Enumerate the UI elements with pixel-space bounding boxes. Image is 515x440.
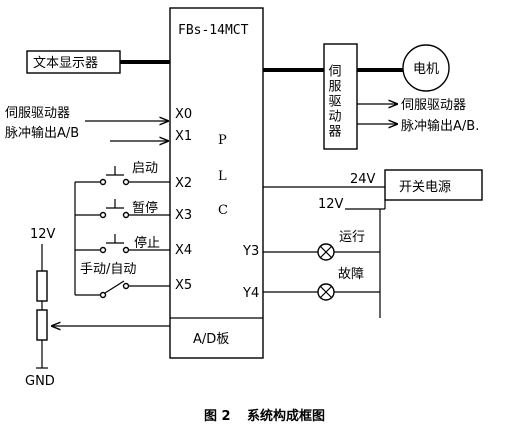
left-pulse-label: 脉冲输出A/B — [5, 125, 79, 141]
plc-input-x4: X4 — [175, 243, 192, 258]
motor-symbol — [402, 44, 450, 92]
run-lamp-cross-b — [319, 245, 333, 259]
plc-output-y4: Y4 — [242, 286, 259, 301]
stop-contact-left — [99, 246, 107, 254]
pause-contact-left — [99, 211, 107, 219]
power-24v-label: 24V — [350, 172, 376, 187]
plc-input-x2: X2 — [175, 176, 192, 191]
caption-text: 系统构成框图 — [247, 408, 325, 424]
start-label: 启动 — [132, 161, 158, 176]
fault-lamp-cross-b — [319, 285, 333, 299]
pause-label: 暂停 — [132, 200, 158, 216]
pot-ground-label: GND — [25, 374, 55, 389]
caption-number: 图 2 — [204, 409, 231, 424]
power-supply-box — [384, 169, 483, 201]
fault-lamp-label: 故障 — [338, 267, 364, 282]
start-contact-right — [122, 178, 130, 186]
plc-input-x1: X1 — [175, 129, 192, 144]
plc-letter-l: L — [218, 169, 227, 184]
left-servo-label: 伺服驱动器 — [5, 106, 70, 121]
right-pulse-label: 脉冲输出A/B. — [401, 118, 479, 134]
plc-input-x3: X3 — [175, 208, 192, 223]
power-12v-label: 12V — [318, 197, 344, 212]
right-servo-label: 伺服驱动器 — [401, 98, 466, 113]
plc-letter-c: C — [218, 203, 228, 218]
pause-contact-right — [122, 211, 130, 219]
manual-auto-contact-left — [99, 291, 107, 299]
plc-block — [169, 7, 264, 359]
servo-driver-box — [323, 43, 358, 150]
plc-input-x5: X5 — [175, 278, 192, 293]
pot-variable-resistor — [36, 309, 48, 341]
plc-input-x0: X0 — [175, 107, 192, 122]
plc-title: FBs-14MCT — [178, 23, 249, 38]
stop-contact-right — [122, 246, 130, 254]
power-supply-label: 开关电源 — [399, 180, 451, 195]
plc-letter-p: P — [218, 133, 227, 148]
pot-supply-label: 12V — [30, 227, 56, 242]
manual-auto-contact-right — [122, 282, 130, 290]
text-display-label: 文本显示器 — [33, 56, 98, 71]
stop-label: 停止 — [134, 235, 160, 251]
pot-fixed-resistor — [36, 270, 48, 302]
ad-board-label: A/D板 — [193, 332, 229, 347]
manual-auto-blade — [104, 280, 125, 294]
manual-auto-label: 手动/自动 — [80, 262, 136, 277]
motor-label: 电机 — [413, 62, 439, 77]
run-lamp-label: 运行 — [339, 230, 365, 245]
servo-driver-char-1: 伺服驱动器 — [326, 64, 342, 139]
plc-output-y3: Y3 — [242, 244, 259, 259]
start-contact-left — [99, 178, 107, 186]
